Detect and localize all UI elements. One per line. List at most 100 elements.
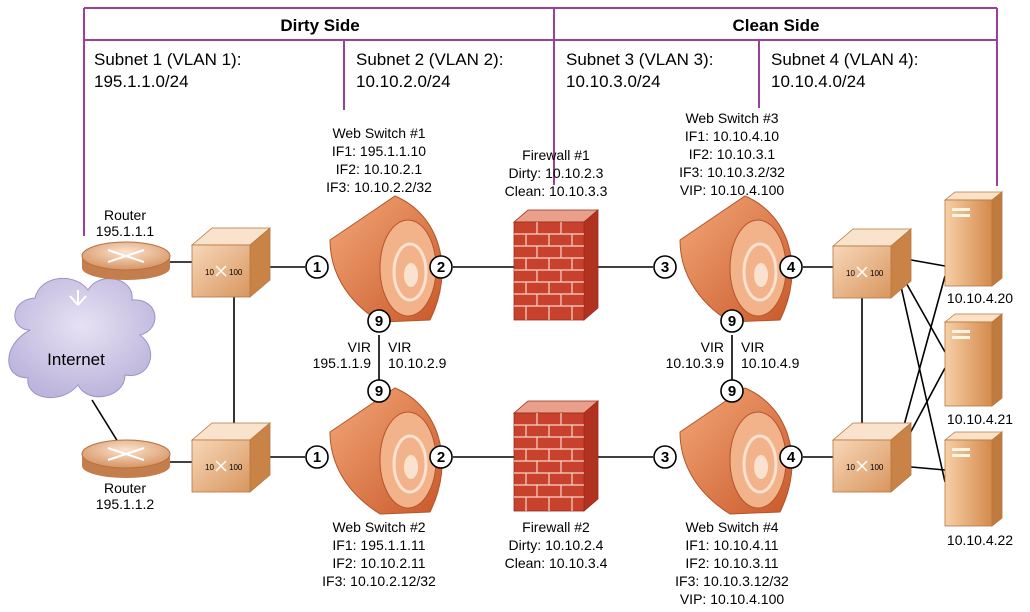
router-1: Router 195.1.1.1 (81, 207, 171, 280)
ws4-if3: IF3: 10.10.3.12/32 (675, 573, 789, 589)
web-switch-3 (679, 195, 793, 323)
port-number: 9 (375, 383, 383, 400)
server-2-ip: 10.10.4.21 (947, 411, 1013, 427)
fw2-clean: Clean: 10.10.3.4 (505, 555, 608, 571)
speed-label-100: 100 (870, 269, 884, 278)
ws2-title: Web Switch #2 (332, 519, 425, 535)
port-9-ws1: 9 (367, 309, 391, 333)
server-2: 10.10.4.21 (943, 313, 1013, 427)
subnet-2-range: 10.10.2.0/24 (356, 72, 451, 91)
vir-right: VIR 10.10.3.9 VIR 10.10.4.9 (666, 339, 800, 371)
port-4-top: 4 (779, 255, 803, 279)
port-2-top: 2 (429, 255, 453, 279)
ws2-if1: IF1: 195.1.1.11 (332, 537, 425, 553)
vir-right-b-label: VIR (741, 339, 764, 355)
firewall-2-label: Firewall #2 Dirty: 10.10.2.4 Clean: 10.1… (505, 519, 608, 571)
port-number: 1 (313, 449, 321, 466)
fw1-dirty: Dirty: 10.10.2.3 (509, 165, 604, 181)
fw1-clean: Clean: 10.10.3.3 (505, 183, 608, 199)
ws4-if1: IF1: 10.10.4.11 (685, 537, 778, 553)
server-3: 10.10.4.22 (943, 431, 1013, 548)
speed-label-100: 100 (229, 268, 243, 277)
speed-label-100: 100 (870, 463, 884, 472)
ws3-vip: VIP: 10.10.4.100 (680, 182, 785, 198)
ws4-if2: IF2: 10.10.3.11 (685, 555, 778, 571)
firewall-1 (512, 209, 600, 321)
firewall-1-label: Firewall #1 Dirty: 10.10.2.3 Clean: 10.1… (505, 147, 608, 199)
vir-right-a-ip: 10.10.3.9 (666, 355, 725, 371)
ws3-if2: IF2: 10.10.3.1 (689, 146, 776, 162)
router-2: Router 195.1.1.2 (81, 439, 171, 512)
port-number: 9 (728, 313, 736, 330)
fw1-title: Firewall #1 (522, 147, 590, 163)
web-switch-2 (329, 387, 443, 515)
port-number: 3 (661, 259, 669, 276)
port-1-top: 1 (305, 255, 329, 279)
hub-switch-right-top: 10 100 (831, 228, 913, 299)
internet-cloud: Internet (8, 277, 156, 399)
port-number: 4 (787, 259, 796, 276)
ws2-if3: IF3: 10.10.2.12/32 (322, 573, 436, 589)
clean-side-header: Clean Side (733, 16, 820, 35)
subnet-frame (83, 7, 998, 236)
subnet-2-name: Subnet 2 (VLAN 2): (356, 50, 503, 69)
port-3-bottom: 3 (653, 445, 677, 469)
firewall-2 (512, 400, 600, 512)
hub-switch-left-top: 10 100 (190, 227, 272, 298)
vir-right-b-ip: 10.10.4.9 (741, 355, 800, 371)
server-3-ip: 10.10.4.22 (947, 532, 1013, 548)
port-2-bottom: 2 (429, 445, 453, 469)
port-number: 9 (375, 313, 383, 330)
vir-left: VIR 195.1.1.9 VIR 10.10.2.9 (313, 339, 447, 371)
router-2-ip: 195.1.1.2 (96, 496, 155, 512)
subnet-1-range: 195.1.1.0/24 (94, 72, 189, 91)
port-number: 2 (437, 449, 445, 466)
vir-right-a-label: VIR (701, 339, 724, 355)
vir-left-b-label: VIR (388, 339, 411, 355)
ws3-if1: IF1: 10.10.4.10 (685, 128, 779, 144)
subnet-4-name: Subnet 4 (VLAN 4): (771, 50, 918, 69)
speed-label-10: 10 (846, 269, 855, 278)
router-1-ip: 195.1.1.1 (96, 223, 155, 239)
port-number: 1 (313, 259, 321, 276)
router-1-name: Router (104, 207, 146, 223)
subnet-1-name: Subnet 1 (VLAN 1): (94, 50, 241, 69)
port-9-ws4: 9 (720, 379, 744, 403)
ws2-if2: IF2: 10.10.2.11 (332, 555, 425, 571)
web-switch-3-label: Web Switch #3 IF1: 10.10.4.10 IF2: 10.10… (679, 110, 785, 198)
fw2-title: Firewall #2 (522, 519, 590, 535)
speed-label-10: 10 (205, 268, 214, 277)
speed-label-10: 10 (846, 463, 855, 472)
ws1-title: Web Switch #1 (332, 125, 425, 141)
server-1: 10.10.4.20 (943, 191, 1013, 306)
speed-label-100: 100 (229, 463, 243, 472)
internet-label: Internet (47, 350, 105, 369)
subnet-3-range: 10.10.3.0/24 (566, 72, 661, 91)
dirty-side-header: Dirty Side (280, 16, 359, 35)
port-9-ws3: 9 (720, 309, 744, 333)
hub-switch-right-bottom: 10 100 (831, 422, 913, 493)
port-1-bottom: 1 (305, 445, 329, 469)
speed-label-10: 10 (205, 463, 214, 472)
port-number: 3 (661, 449, 669, 466)
ws1-if3: IF3: 10.10.2.2/32 (326, 179, 432, 195)
ws1-if1: IF1: 195.1.1.10 (332, 143, 426, 159)
ws4-title: Web Switch #4 (685, 519, 778, 535)
port-number: 2 (437, 259, 445, 276)
ws4-vip: VIP: 10.10.4.100 (680, 591, 785, 607)
server-1-ip: 10.10.4.20 (947, 290, 1013, 306)
web-switch-1 (329, 195, 443, 323)
connection-lines (91, 257, 946, 483)
port-number: 4 (787, 449, 796, 466)
web-switch-4 (679, 387, 793, 515)
web-switch-2-label: Web Switch #2 IF1: 195.1.1.11 IF2: 10.10… (322, 519, 436, 589)
subnet-3-name: Subnet 3 (VLAN 3): (566, 50, 713, 69)
hub-switch-left-bottom: 10 100 (190, 422, 272, 493)
web-switch-1-label: Web Switch #1 IF1: 195.1.1.10 IF2: 10.10… (326, 125, 432, 195)
vir-left-b-ip: 10.10.2.9 (388, 355, 447, 371)
web-switch-4-label: Web Switch #4 IF1: 10.10.4.11 IF2: 10.10… (675, 519, 789, 607)
ws1-if2: IF2: 10.10.2.1 (336, 161, 423, 177)
port-number: 9 (728, 383, 736, 400)
port-markers: 1 2 3 4 1 2 3 4 9 9 9 9 (305, 255, 803, 469)
